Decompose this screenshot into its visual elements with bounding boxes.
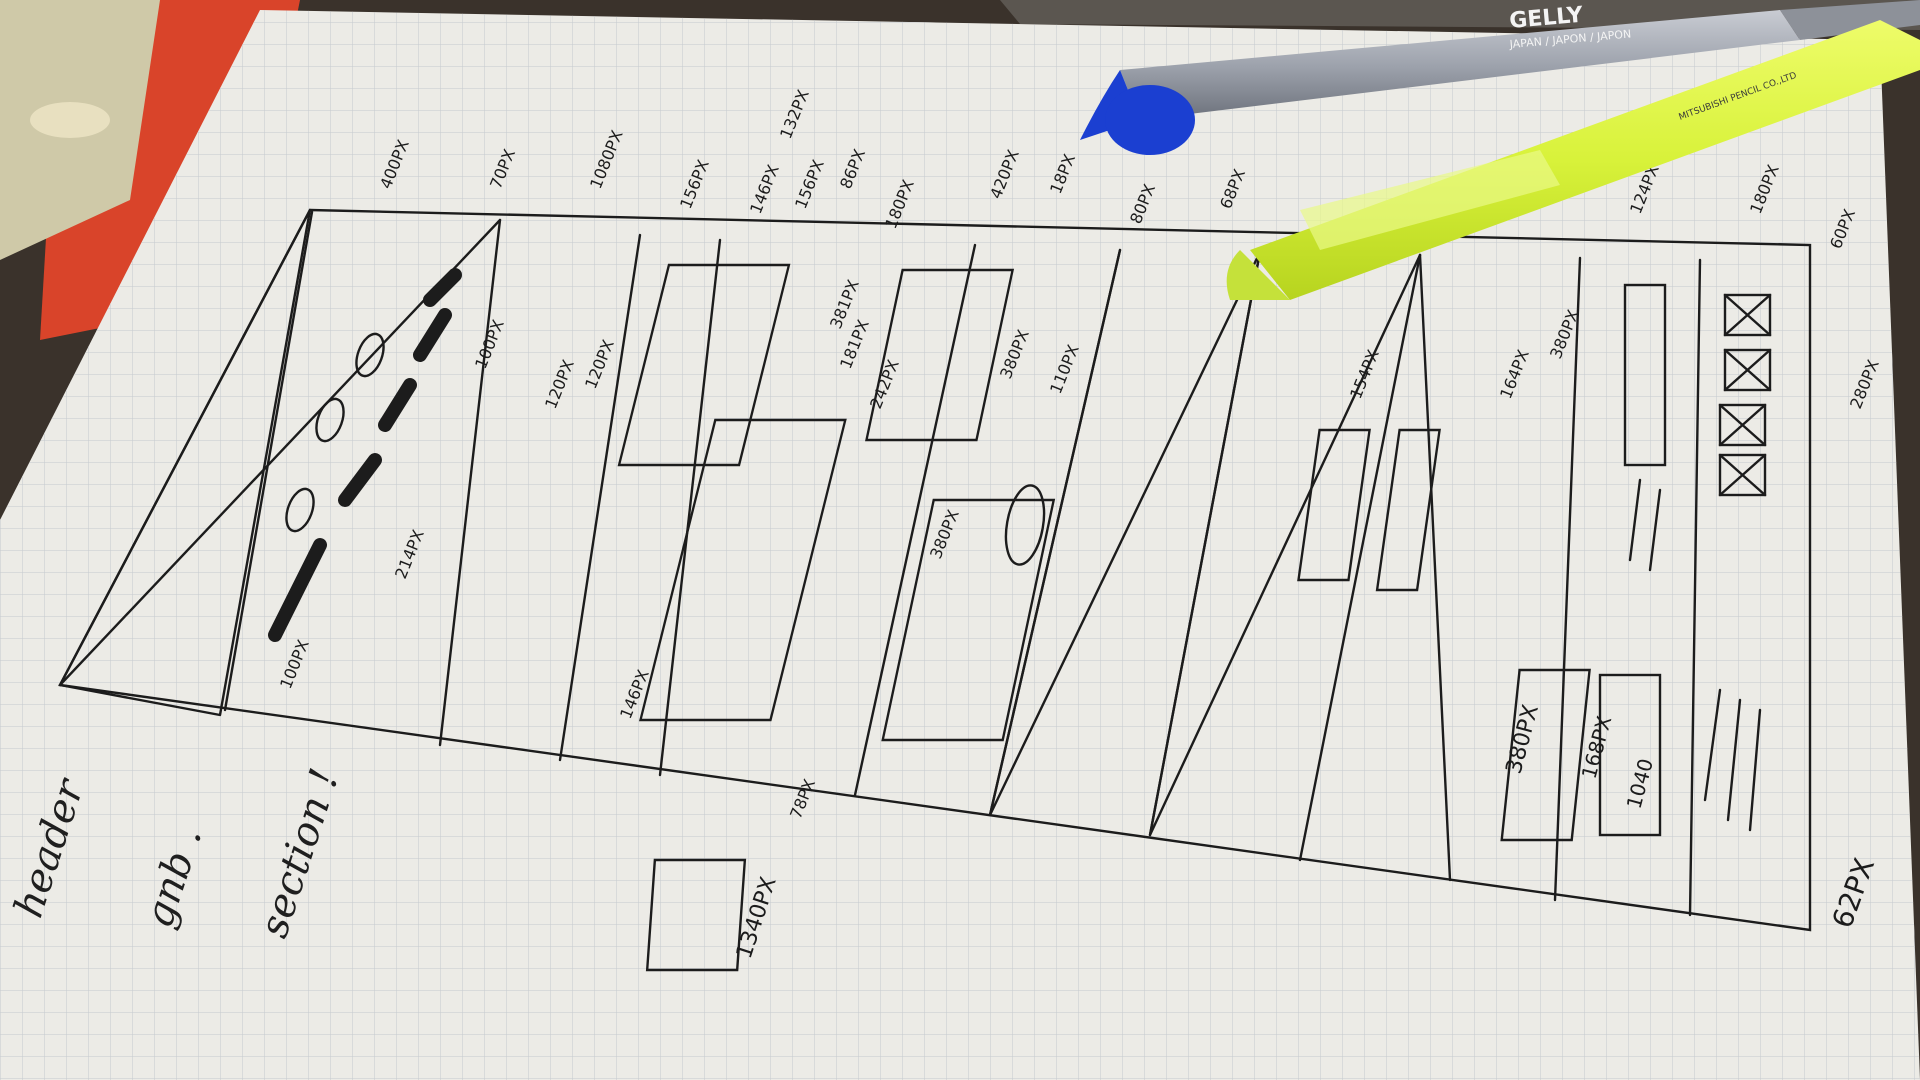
nav-bar-3 (378, 378, 417, 432)
gnb-divider (438, 218, 502, 747)
nav-bar-4 (413, 308, 452, 362)
highlighter-clip (1300, 150, 1560, 250)
section-cross-2 (1148, 250, 1422, 837)
right-bar (1623, 283, 1667, 467)
highlighter-marker: MITSUBISHI PENCIL CO.,LTD (1226, 20, 1920, 300)
size-box (645, 858, 747, 972)
nav-bar-5 (423, 268, 462, 307)
card-2 (638, 418, 847, 722)
nav-oval-2 (315, 397, 345, 443)
box-5 (1297, 428, 1371, 582)
box-6 (1375, 428, 1441, 592)
logo-box (1598, 673, 1662, 837)
nav-oval-3 (355, 332, 385, 378)
thumb-1 (1723, 293, 1772, 337)
text-lines (1628, 478, 1762, 832)
paper-sheet (0, 10, 1920, 1080)
card-1 (617, 263, 791, 467)
pen-cap-end (1105, 85, 1195, 155)
nav-bar-2 (338, 453, 382, 507)
thumb-2 (1723, 348, 1772, 392)
highlighter-tip (1226, 250, 1290, 300)
pouch-pattern (30, 102, 110, 138)
thumb-3 (1718, 403, 1767, 447)
card-3 (865, 268, 1015, 442)
thumb-4 (1718, 453, 1767, 497)
header-block (58, 208, 312, 717)
nav-bar-1 (268, 538, 327, 642)
section-cross-1 (988, 248, 1262, 817)
oval-hatch (1004, 484, 1046, 566)
wireframe-sketch (58, 208, 1812, 972)
card-4 (881, 498, 1056, 742)
section-cross-3 (1418, 253, 1452, 882)
nav-oval-1 (285, 487, 315, 533)
